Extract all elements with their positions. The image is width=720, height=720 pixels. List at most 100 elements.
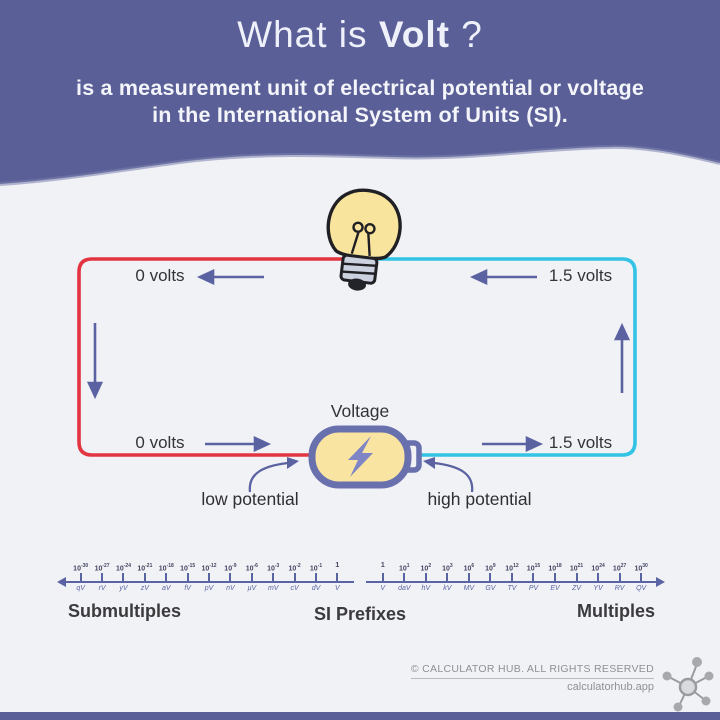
- unit-prefix-label: yV: [119, 585, 128, 592]
- power-of-ten-label: 109: [485, 563, 496, 573]
- tick-mark: [122, 573, 125, 582]
- unit-prefix-label: V: [380, 585, 386, 592]
- unit-prefix-label: zV: [140, 585, 149, 592]
- title-volt: Volt: [378, 14, 450, 55]
- tick-mark: [575, 573, 578, 582]
- tick-mark: [143, 573, 146, 582]
- power-of-ten-label: 103: [442, 563, 453, 573]
- unit-prefix-label: RV: [614, 585, 625, 592]
- tick-mark: [79, 573, 82, 582]
- multiples-axis-line: [366, 581, 658, 583]
- title-what-is: What is: [237, 14, 368, 55]
- red-wire: [77, 257, 364, 457]
- unit-prefix-label: QV: [636, 585, 647, 592]
- voltage-label: Voltage: [330, 401, 390, 421]
- unit-prefix-label: ZV: [572, 585, 582, 592]
- power-of-ten-label: 10-30: [73, 563, 89, 573]
- unit-prefix-label: pV: [204, 585, 214, 592]
- tick-mark: [186, 573, 189, 582]
- tick-mark: [101, 573, 104, 582]
- tick-mark: [532, 573, 535, 582]
- power-of-ten-label: 10-12: [201, 563, 217, 573]
- tick-mark: [165, 573, 168, 582]
- subtitle-line-1: is a measurement unit of electrical pote…: [76, 76, 644, 100]
- power-of-ten-label: 10-1: [309, 563, 323, 573]
- bottom-purple-strip: [0, 712, 720, 720]
- tick-mark: [381, 573, 384, 582]
- low-potential-pointer: [248, 461, 289, 493]
- submultiples-title: Submultiples: [68, 601, 182, 621]
- page-title: What is Volt ?: [0, 14, 720, 56]
- battery-icon: [308, 425, 422, 489]
- light-bulb-icon: [326, 188, 402, 291]
- tick-mark: [314, 573, 317, 582]
- scale-tick: 10-30 qV: [70, 560, 91, 592]
- unit-prefix-label: dV: [311, 585, 321, 592]
- unit-prefix-label: hV: [421, 585, 431, 592]
- high-potential-label: high potential: [427, 489, 532, 509]
- tick-mark: [467, 573, 470, 582]
- unit-prefix-label: GV: [485, 585, 496, 592]
- tick-mark: [640, 573, 643, 582]
- scale-tick: 10-21 zV: [134, 560, 155, 592]
- top-left-volt-label: 0 volts: [135, 266, 185, 285]
- unit-prefix-label: daV: [398, 585, 411, 592]
- scale-tick: 101 daV: [394, 560, 416, 592]
- unit-prefix-label: YV: [593, 585, 603, 592]
- power-of-ten-label: 1012: [505, 563, 519, 573]
- unit-prefix-label: V: [335, 585, 340, 592]
- unit-prefix-label: fV: [184, 585, 191, 592]
- tick-mark: [293, 573, 296, 582]
- calculatorhub-logo-icon: [662, 657, 714, 712]
- tick-mark: [554, 573, 557, 582]
- unit-prefix-label: cV: [290, 585, 299, 592]
- multiples-arrowhead: [656, 577, 665, 587]
- unit-prefix-label: qV: [76, 585, 85, 592]
- power-of-ten-label: 1: [335, 562, 340, 569]
- power-of-ten-label: 102: [420, 563, 432, 573]
- unit-prefix-label: µV: [247, 585, 257, 592]
- power-of-ten-label: 10-9: [224, 563, 237, 573]
- unit-prefix-label: MV: [463, 585, 475, 592]
- power-of-ten-label: 10-18: [158, 563, 174, 573]
- scale-tick: 10-1 dV: [305, 560, 326, 592]
- tick-mark: [597, 573, 600, 582]
- unit-prefix-label: aV: [161, 585, 171, 592]
- power-of-ten-label: 106: [463, 563, 475, 573]
- copyright-text: © CALCULATOR HUB. ALL RIGHTS RESERVED: [410, 663, 654, 679]
- power-of-ten-label: 10-21: [137, 563, 153, 573]
- submultiples-arrowhead: [57, 577, 66, 587]
- power-of-ten-label: 10-3: [267, 563, 280, 573]
- lightning-bolt-icon: [348, 436, 373, 477]
- power-of-ten-label: 1018: [548, 563, 562, 573]
- website-link[interactable]: calculatorhub.app: [567, 681, 654, 693]
- tick-mark: [403, 573, 406, 582]
- header-wave-background: [0, 0, 720, 186]
- power-of-ten-label: 1: [380, 562, 385, 569]
- power-of-ten-label: 10-27: [94, 563, 110, 573]
- bottom-left-volt-label: 0 volts: [135, 433, 185, 452]
- power-of-ten-label: 101: [399, 563, 410, 573]
- cyan-wire: [360, 257, 637, 457]
- tick-mark: [618, 573, 621, 582]
- unit-prefix-label: rV: [98, 585, 106, 592]
- unit-prefix-label: EV: [550, 585, 560, 592]
- title-question-mark: ?: [461, 14, 483, 55]
- high-potential-pointer: [433, 461, 474, 493]
- power-of-ten-label: 1024: [591, 563, 605, 573]
